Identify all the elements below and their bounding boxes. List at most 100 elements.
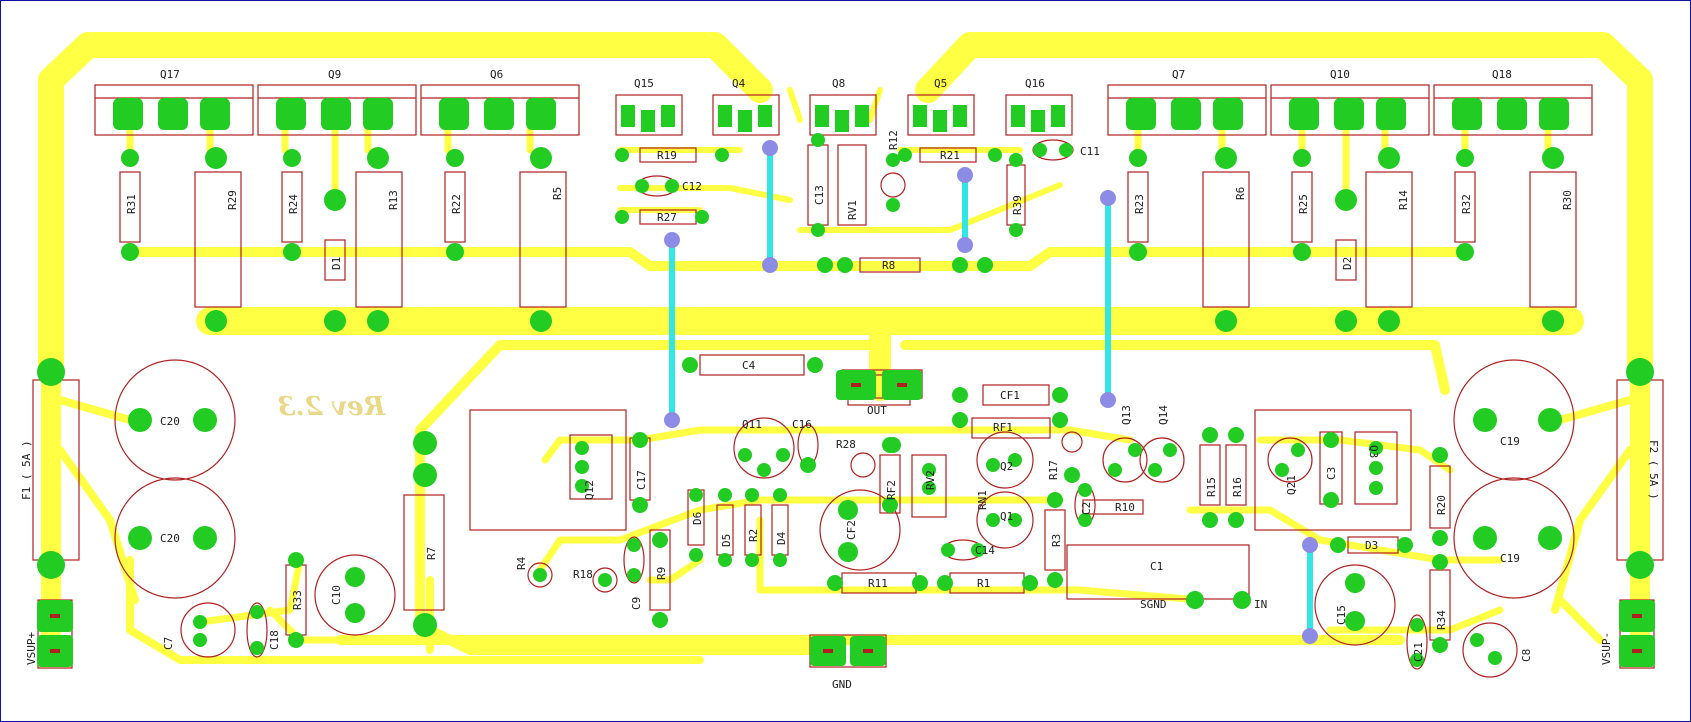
label-r24: R24: [287, 194, 300, 214]
label-r22: R22: [450, 194, 463, 214]
label-r1: R1: [977, 577, 990, 590]
label-r27: R27: [657, 211, 677, 224]
label-q10: Q10: [1330, 68, 1350, 81]
label-r32: R32: [1460, 194, 1473, 214]
label-q2: Q2: [1000, 460, 1013, 473]
label-c12: C12: [682, 180, 702, 193]
label-r20: R20: [1435, 495, 1448, 515]
rev-label: Rev 2.3: [277, 392, 386, 422]
label-vsup-minus: VSUP-: [1600, 632, 1613, 665]
label-c7: C7: [162, 637, 175, 650]
label-c13: C13: [813, 185, 826, 205]
label-c3: C3: [1325, 467, 1338, 480]
label-q14: Q14: [1157, 405, 1170, 425]
label-r14: R14: [1397, 190, 1410, 210]
label-q12: Q12: [583, 480, 596, 500]
label-rf1: RF1: [993, 421, 1013, 434]
label-r18: R18: [573, 568, 593, 581]
label-r5: R5: [551, 187, 564, 200]
label-out: OUT: [867, 404, 887, 417]
label-r25: R25: [1297, 194, 1310, 214]
label-c8: C8: [1520, 649, 1533, 662]
label-d4: D4: [775, 531, 788, 545]
label-c4: C4: [742, 359, 756, 372]
pad-layer: [37, 98, 1655, 667]
label-q5: Q5: [934, 77, 947, 90]
label-c10: C10: [330, 585, 343, 605]
label-gnd: GND: [832, 678, 852, 691]
connector-holes: [50, 383, 1642, 653]
label-f2: F2 ( 5A ): [1647, 440, 1660, 500]
label-rv1: RV1: [846, 200, 859, 220]
label-d1: D1: [330, 257, 343, 270]
label-c20b: C20: [160, 532, 180, 545]
label-sgnd: SGND: [1140, 598, 1167, 611]
label-c16: C16: [792, 418, 812, 431]
label-q18: Q18: [1492, 68, 1512, 81]
label-r8: R8: [882, 259, 895, 272]
label-c17: C17: [635, 470, 648, 490]
label-q9: Q9: [328, 68, 341, 81]
label-r15: R15: [1205, 477, 1218, 497]
label-r34: R34: [1435, 610, 1448, 630]
label-r17: R17: [1047, 460, 1060, 480]
label-r13: R13: [387, 190, 400, 210]
label-r39: R39: [1011, 195, 1024, 215]
label-c2: C2: [1080, 502, 1093, 515]
label-c11: C11: [1080, 145, 1100, 158]
label-r10: R10: [1115, 501, 1135, 514]
label-d6: D6: [691, 512, 704, 525]
label-q3: Q3: [1367, 445, 1380, 458]
label-r2: R2: [747, 529, 760, 542]
label-vsup-plus: VSUP+: [25, 632, 38, 665]
label-r7: R7: [425, 547, 438, 560]
label-rv2: RV2: [924, 470, 937, 490]
label-q21: Q21: [1285, 475, 1298, 495]
label-r29: R29: [226, 190, 239, 210]
label-d5: D5: [720, 534, 733, 547]
label-r4: R4: [515, 556, 528, 570]
jumper-layer: [669, 148, 1313, 636]
label-q8: Q8: [832, 77, 845, 90]
label-d2: D2: [1341, 257, 1354, 270]
label-r31: R31: [125, 194, 138, 214]
label-q13: Q13: [1120, 405, 1133, 425]
label-c1: C1: [1150, 560, 1163, 573]
label-c21: C21: [1412, 642, 1425, 662]
label-c9: C9: [630, 597, 643, 610]
label-r23: R23: [1133, 194, 1146, 214]
label-r28: R28: [836, 438, 856, 451]
label-in: IN: [1254, 598, 1267, 611]
label-r3: R3: [1050, 534, 1063, 547]
label-d3: D3: [1365, 539, 1378, 552]
label-rf2: RF2: [885, 480, 898, 500]
label-c14: C14: [975, 544, 995, 557]
via-layer: [664, 140, 1318, 644]
label-r16: R16: [1231, 477, 1244, 497]
label-r6: R6: [1234, 187, 1247, 200]
label-c15: C15: [1335, 605, 1348, 625]
label-f1: F1 ( 5A ): [20, 440, 33, 500]
label-q15: Q15: [634, 77, 654, 90]
label-r12: R12: [887, 130, 900, 150]
label-r30: R30: [1561, 190, 1574, 210]
label-q7: Q7: [1172, 68, 1185, 81]
label-cf1: CF1: [1000, 389, 1020, 402]
label-q16: Q16: [1025, 77, 1045, 90]
label-r21: R21: [940, 149, 960, 162]
label-c18: C18: [268, 630, 281, 650]
label-c20a: C20: [160, 415, 180, 428]
label-c19a: C19: [1500, 435, 1520, 448]
label-q4: Q4: [732, 77, 746, 90]
label-q1: Q1: [1000, 510, 1013, 523]
label-r33: R33: [291, 590, 304, 610]
label-rn1: RN1: [976, 490, 989, 510]
label-layer: Rev 2.3 Q17 Q9 Q6 Q15 Q4 Q8 Q5 Q16 Q7 Q1…: [20, 68, 1660, 691]
label-r19: R19: [657, 149, 677, 162]
label-q6: Q6: [490, 68, 503, 81]
label-r11: R11: [868, 577, 888, 590]
label-c19b: C19: [1500, 552, 1520, 565]
label-q17: Q17: [160, 68, 180, 81]
label-r9: R9: [655, 567, 668, 580]
